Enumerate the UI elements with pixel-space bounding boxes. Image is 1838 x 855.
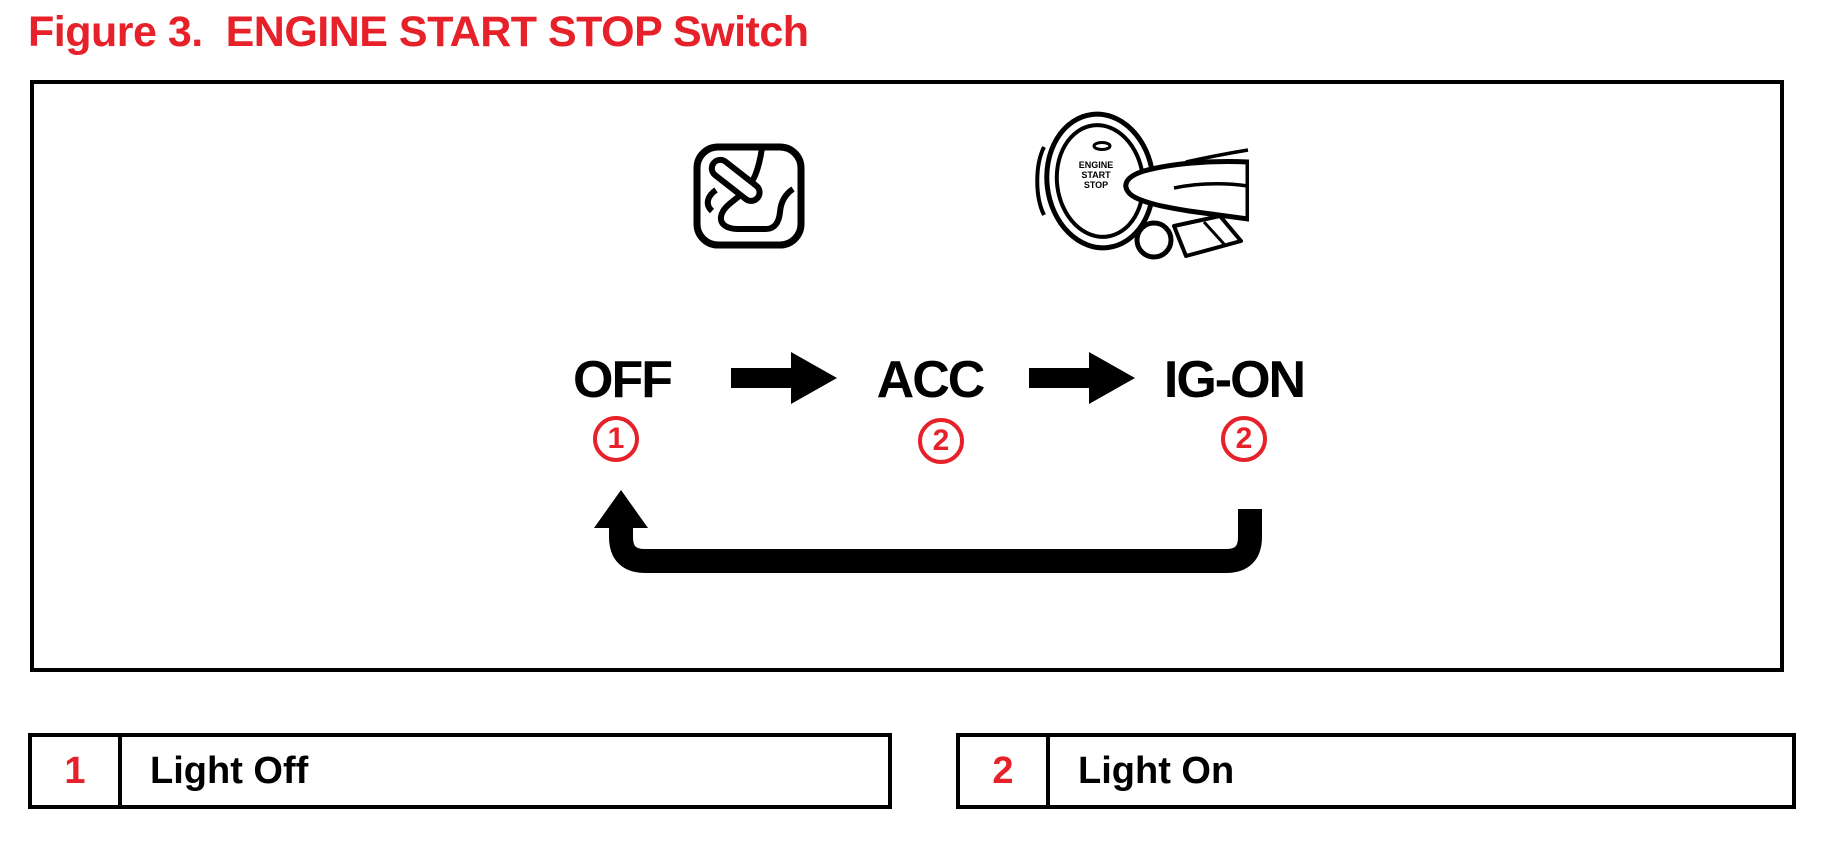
marker-off: 1 [593, 416, 639, 462]
legend-item-2: 2 Light On [956, 733, 1796, 809]
button-label-line2: START [1081, 170, 1111, 180]
figure-frame: ENGINE START STOP OFF ACC IG-ON 1 2 2 [30, 80, 1784, 672]
figure-title: Figure 3. ENGINE START STOP Switch [28, 8, 809, 56]
state-label-acc: ACC [876, 351, 986, 409]
legend-number-2: 2 [960, 737, 1050, 805]
pointing-finger [1123, 158, 1249, 222]
button-label-line1: ENGINE [1079, 160, 1114, 170]
state-label-off: OFF [573, 351, 673, 409]
legend-label-2: Light On [1078, 749, 1235, 792]
marker-acc: 2 [918, 418, 964, 464]
button-label-line3: STOP [1084, 180, 1108, 190]
arrow-right-icon [1029, 352, 1135, 404]
brake-pedal-icon [693, 143, 805, 249]
engine-start-stop-button-icon: ENGINE START STOP [1035, 111, 1249, 260]
loop-back-arrow-icon [594, 490, 1262, 573]
state-label-ig-on: IG-ON [1163, 351, 1306, 409]
marker-ig-on: 2 [1221, 416, 1267, 462]
arrow-right-icon [731, 352, 837, 404]
legend-item-1: 1 Light Off [28, 733, 892, 809]
legend-label-1: Light Off [150, 749, 309, 792]
legend-number-1: 1 [32, 737, 122, 805]
